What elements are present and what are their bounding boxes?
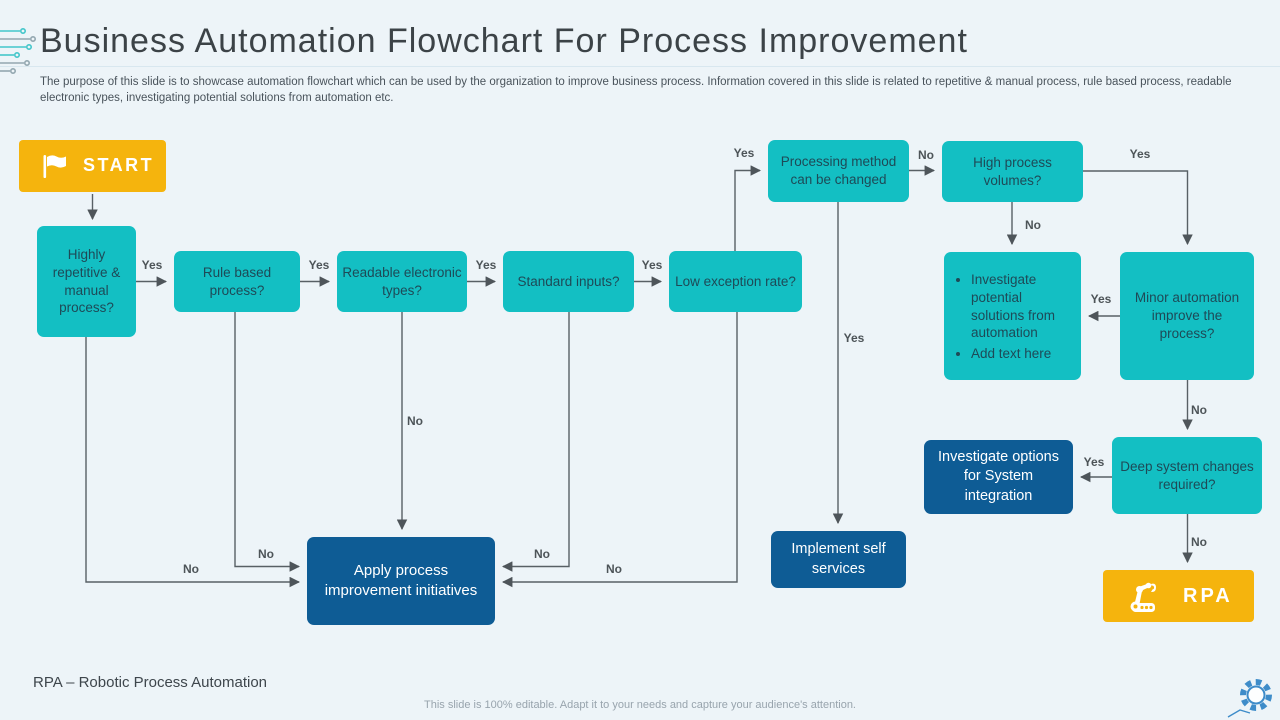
editable-note-text: This slide is 100% editable. Adapt it to… (424, 699, 856, 711)
node-label: Apply process improvement initiatives (324, 562, 478, 599)
node-label: Standard inputs? (517, 273, 620, 289)
edge-label-yes: Yes (843, 331, 865, 345)
edge-label-no: No (1191, 535, 1207, 549)
node-high-process-volumes[interactable]: High process volumes? (942, 141, 1083, 202)
page-title: Business Automation Flowchart For Proces… (40, 22, 968, 60)
rpa-abbreviation-text: RPA – Robotic Process Automation (33, 674, 268, 691)
edge-label-yes: Yes (475, 258, 497, 272)
edge-label-no: No (258, 547, 274, 561)
node-label: High process volumes? (973, 154, 1052, 188)
node-label: Readable electronic types? (342, 264, 462, 298)
edge-label-no: No (183, 562, 199, 576)
edge-label-yes: Yes (141, 258, 163, 272)
edge-label-no: No (606, 562, 622, 576)
bullet-item: Add text here (971, 345, 1072, 363)
node-deep-system-changes-required[interactable]: Deep system changes required? (1112, 437, 1262, 514)
node-low-exception-rate[interactable]: Low exception rate? (669, 251, 802, 312)
node-processing-method-can-be-changed[interactable]: Processing method can be changed (768, 140, 909, 202)
node-implement-self-services[interactable]: Implement self services (771, 531, 906, 588)
gear-circuit-icon (1227, 679, 1272, 718)
edge-label-no: No (407, 414, 423, 428)
bullet-item: Investigate potential solutions from aut… (971, 271, 1072, 342)
node-label: Processing method can be changed (780, 154, 897, 187)
node-label: Investigate options for System integrati… (938, 449, 1059, 504)
node-highly-repetitive-manual-process[interactable]: Highly repetitive & manual process? (37, 226, 136, 337)
node-label: Rule based process? (202, 264, 272, 298)
node-rule-based-process[interactable]: Rule based process? (174, 251, 300, 312)
edge-label-no: No (534, 547, 550, 561)
slide-description: The purpose of this slide is to showcase… (40, 76, 1232, 104)
node-apply-process-improvement-initiatives[interactable]: Apply process improvement initiatives (307, 537, 495, 625)
edge-label-yes: Yes (1129, 147, 1151, 161)
node-standard-inputs[interactable]: Standard inputs? (503, 251, 634, 312)
edge-label-no: No (1191, 403, 1207, 417)
node-rpa[interactable]: RPA (1103, 570, 1254, 622)
robot-arm-icon (1130, 582, 1156, 612)
node-minor-automation-improve-process[interactable]: Minor automation improve the process? (1120, 252, 1254, 380)
node-start-label: START (83, 155, 155, 176)
node-label: Highly repetitive & manual process? (52, 246, 121, 316)
node-label: Minor automation improve the process? (1134, 290, 1240, 341)
edge-label-yes: Yes (641, 258, 663, 272)
edge-label-yes: Yes (733, 146, 755, 160)
node-investigate-options-system-integration[interactable]: Investigate options for System integrati… (924, 440, 1073, 514)
circuit-lines-icon (0, 27, 36, 74)
edge-label-no: No (918, 148, 934, 162)
node-investigate-potential-solutions[interactable]: Investigate potential solutions from aut… (944, 252, 1081, 380)
node-label: Deep system changes required? (1120, 458, 1254, 492)
edge-label-yes: Yes (1090, 292, 1112, 306)
flag-icon (43, 154, 66, 178)
edge-label-yes: Yes (308, 258, 330, 272)
edge-label-no: No (1025, 218, 1041, 232)
title-divider (0, 66, 1280, 67)
node-start[interactable]: START (19, 140, 166, 192)
bullet-list: Investigate potential solutions from aut… (955, 271, 1072, 366)
node-label: Low exception rate? (675, 273, 796, 289)
edge-label-yes: Yes (1083, 455, 1105, 469)
node-label: Implement self services (791, 541, 886, 577)
node-readable-electronic-types[interactable]: Readable electronic types? (337, 251, 467, 312)
node-rpa-label: RPA (1183, 584, 1233, 607)
